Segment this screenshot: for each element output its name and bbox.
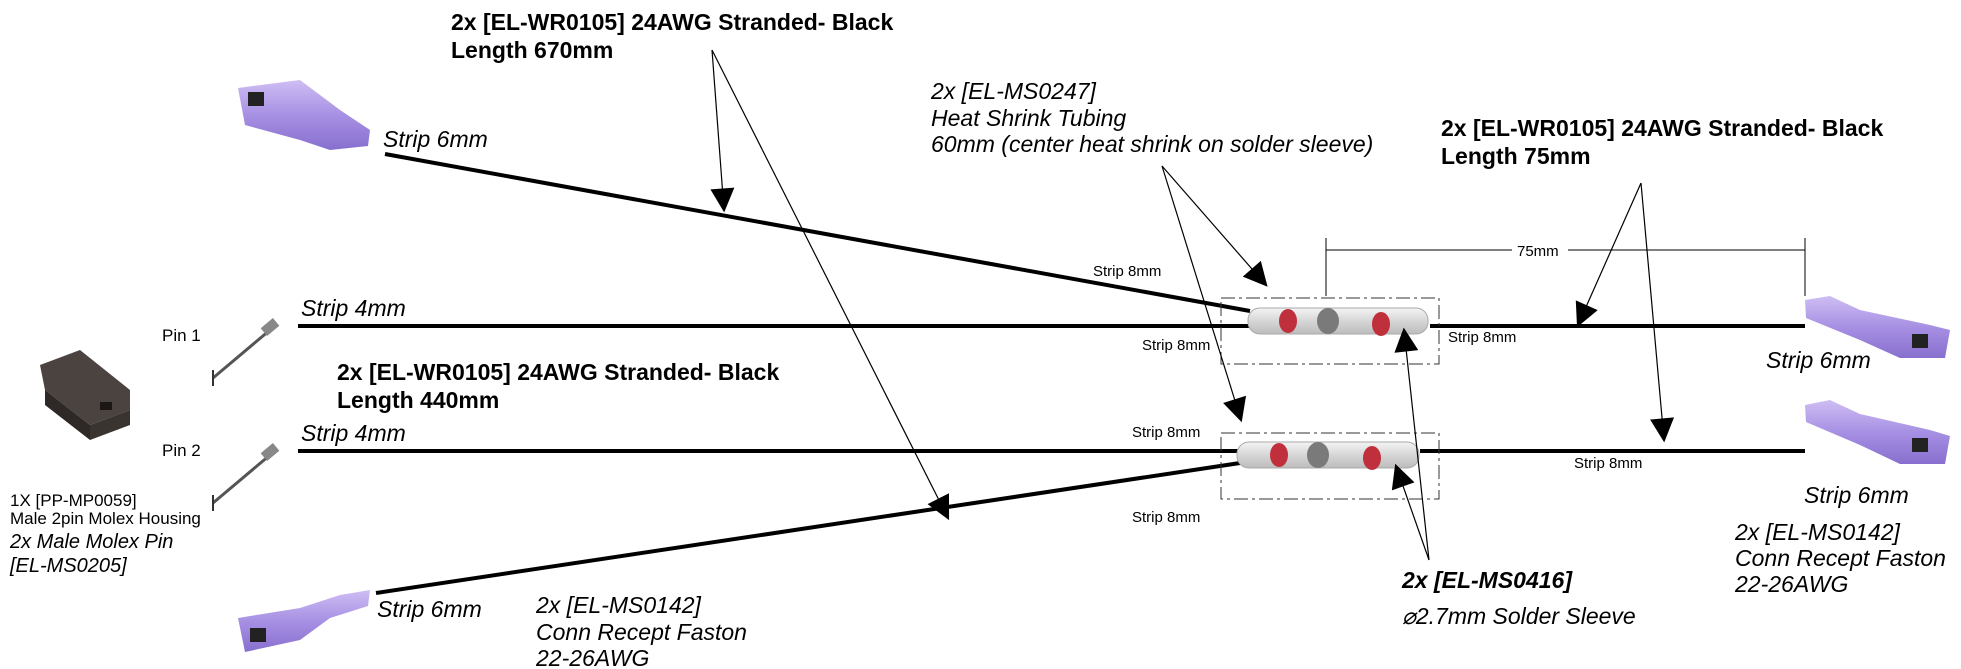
- faston-connector-bottom-left: [238, 590, 370, 652]
- faston-left-awg-label: 22-26AWG: [535, 645, 649, 669]
- faston-connector-right-bottom: [1805, 400, 1950, 464]
- faston-connector-top-left: [238, 80, 370, 150]
- strip-sleeve1-top: Strip 8mm: [1093, 263, 1161, 280]
- strip-right-bottom-faston: Strip 6mm: [1804, 482, 1909, 508]
- wire-top-long: [384, 152, 1251, 313]
- strip-pin2: Strip 4mm: [301, 420, 406, 446]
- faston-left-part-label: 2x [EL-MS0142]: [535, 592, 702, 618]
- molex-pin-1: [212, 318, 280, 386]
- pin1-label: Pin 1: [162, 326, 201, 345]
- heat-shrink-box-2: [1220, 432, 1440, 500]
- heat-shrink-box-1: [1220, 297, 1440, 365]
- strip-sleeve1-left: Strip 8mm: [1142, 337, 1210, 354]
- solder-sleeve-2: [1236, 441, 1420, 470]
- strip-top-left-faston: Strip 6mm: [383, 126, 488, 152]
- callout-arrows: [710, 49, 1675, 561]
- housing-pin-label: 2x Male Molex Pin: [9, 531, 173, 553]
- wire-right-length-label: Length 75mm: [1441, 143, 1591, 169]
- pin2-label: Pin 2: [162, 441, 201, 460]
- wire-bottom-long: [375, 461, 1241, 595]
- dimension-label: 75mm: [1517, 243, 1559, 260]
- solder-sleeve-spec-label: ⌀2.7mm Solder Sleeve: [1402, 603, 1636, 629]
- wire-bottom-part-label: 2x [EL-WR0105] 24AWG Stranded- Black: [337, 359, 779, 385]
- wire-bottom-length-label: Length 440mm: [337, 387, 499, 413]
- heat-shrink-spec-label: 60mm (center heat shrink on solder sleev…: [931, 131, 1373, 157]
- heat-shrink-part-label: 2x [EL-MS0247]: [930, 78, 1097, 104]
- dimension-75mm: [1325, 238, 1806, 296]
- housing-part-label: 1X [PP-MP0059]: [10, 491, 137, 510]
- housing-pin-part-label: [EL-MS0205]: [9, 555, 127, 577]
- housing-name-label: Male 2pin Molex Housing: [10, 509, 201, 528]
- faston-left-name-label: Conn Recept Faston: [536, 619, 747, 645]
- strip-sleeve2-top: Strip 8mm: [1132, 424, 1200, 441]
- molex-housing: [40, 350, 130, 440]
- faston-right-name-label: Conn Recept Faston: [1735, 545, 1946, 571]
- wire-top-part-label: 2x [EL-WR0105] 24AWG Stranded- Black: [451, 9, 893, 35]
- faston-connector-right-top: [1805, 296, 1950, 358]
- molex-pin-2: [212, 443, 280, 511]
- strip-pin1: Strip 4mm: [301, 295, 406, 321]
- strip-sleeve2-bottom: Strip 8mm: [1132, 509, 1200, 526]
- wire-right-part-label: 2x [EL-WR0105] 24AWG Stranded- Black: [1441, 115, 1883, 141]
- solder-sleeve-part-label: 2x [EL-MS0416]: [1401, 567, 1573, 593]
- wire-top-length-label: Length 670mm: [451, 37, 613, 63]
- strip-sleeve2-right: Strip 8mm: [1574, 455, 1642, 472]
- strip-bottom-left-faston: Strip 6mm: [377, 596, 482, 622]
- faston-right-awg-label: 22-26AWG: [1734, 571, 1848, 597]
- faston-right-part-label: 2x [EL-MS0142]: [1734, 519, 1901, 545]
- strip-sleeve1-right: Strip 8mm: [1448, 329, 1516, 346]
- heat-shrink-name-label: Heat Shrink Tubing: [931, 105, 1126, 131]
- strip-right-top-faston: Strip 6mm: [1766, 347, 1871, 373]
- solder-sleeve-1: [1247, 307, 1429, 336]
